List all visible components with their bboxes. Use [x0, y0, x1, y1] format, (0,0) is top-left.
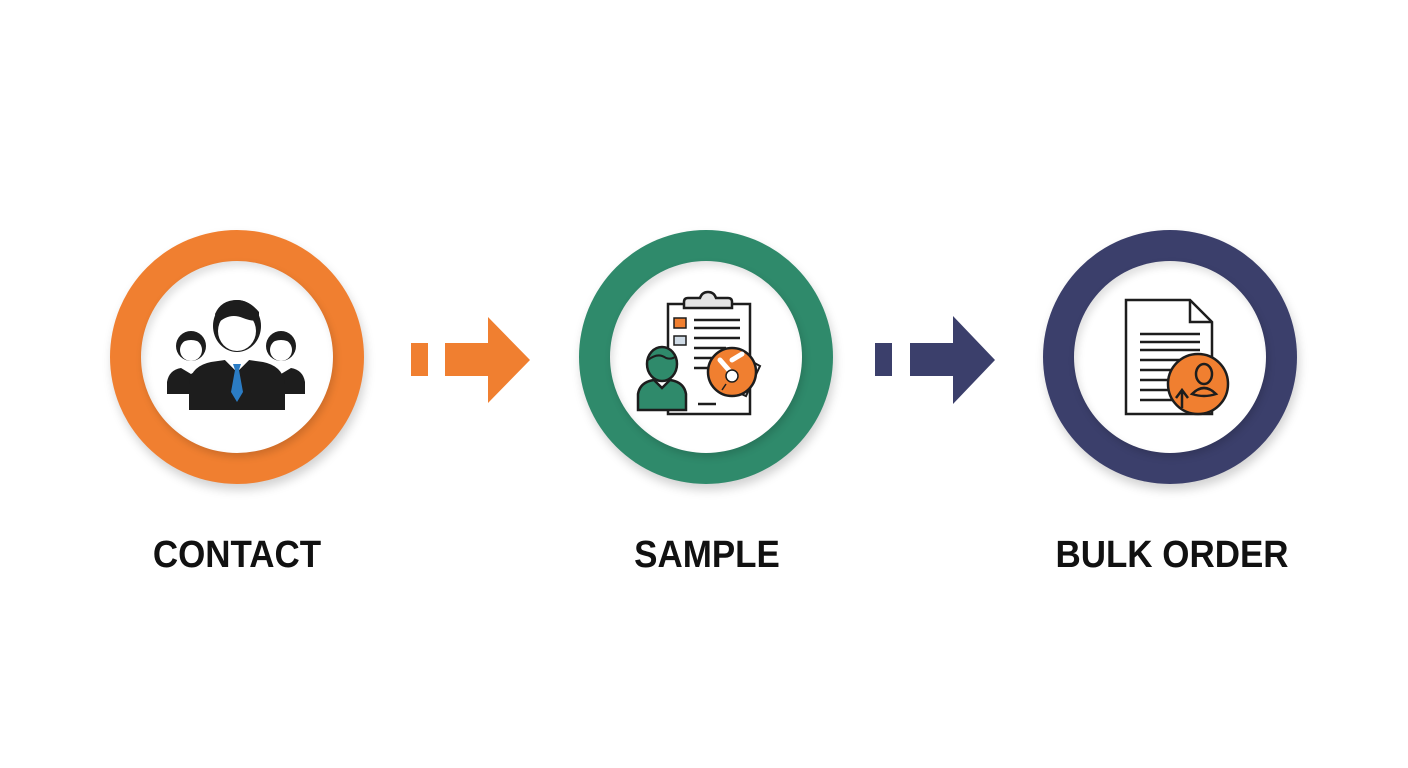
- step-label-bulk-order: BULK ORDER: [1055, 534, 1289, 576]
- document-user-upload-icon: [1124, 298, 1230, 416]
- step-label-sample: SAMPLE: [634, 534, 780, 576]
- contact-inner-circle: [141, 261, 333, 453]
- people-group-icon: [167, 300, 305, 410]
- dashed-arrow-right-icon: [411, 317, 530, 403]
- dashed-arrow-right-icon: [875, 316, 995, 404]
- clipboard-approval-icon: [636, 290, 762, 416]
- step-label-contact: CONTACT: [152, 534, 322, 576]
